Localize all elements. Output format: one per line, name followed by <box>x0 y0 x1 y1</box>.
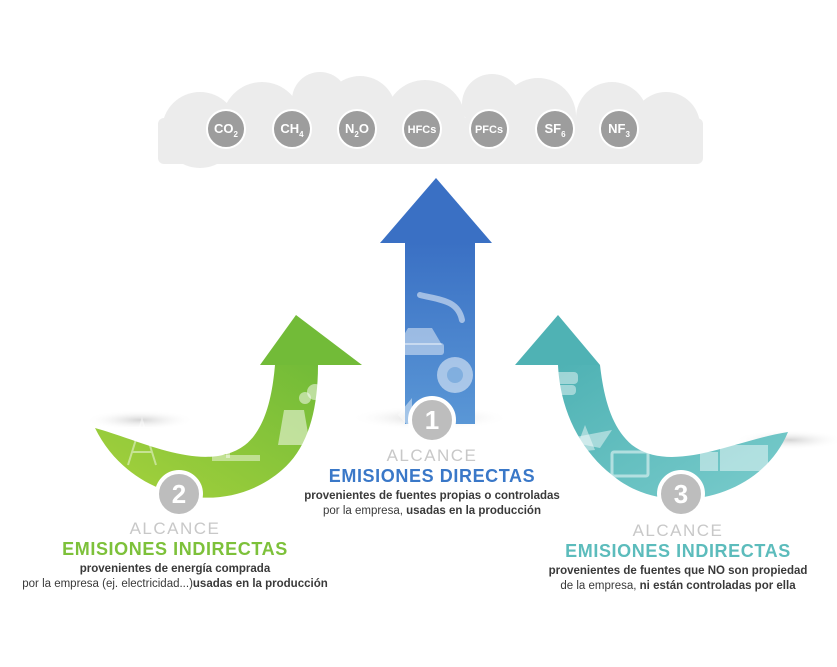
airplane-icon <box>560 425 612 452</box>
scope3-text: ALCANCE EMISIONES INDIRECTAS proveniente… <box>528 521 828 594</box>
scope1-title: EMISIONES DIRECTAS <box>328 466 536 486</box>
scope1-number: 1 <box>425 405 439 435</box>
scope1-alcance: ALCANCE <box>386 446 478 465</box>
scope1-text: ALCANCE EMISIONES DIRECTAS provenientes … <box>282 446 582 519</box>
gas-label: N2O <box>345 121 369 139</box>
scope2-alcance: ALCANCE <box>129 519 221 538</box>
gas-label: CO2 <box>214 121 239 139</box>
scope2-arrow <box>95 315 362 498</box>
scope2-desc-line1: provenientes de energía comprada <box>79 563 271 575</box>
ch4-bubble: CH4 <box>272 109 312 149</box>
scope3-number-circle: 3 <box>657 470 705 518</box>
scope3-desc-line2-bold: ni están controladas por ella <box>639 580 796 592</box>
shadow-scope2 <box>85 410 195 430</box>
factory-gear-icon <box>437 357 473 393</box>
gas-label: NF3 <box>608 121 630 139</box>
pfcs-bubble: PFCs <box>469 109 509 149</box>
gas-label: HFCs <box>408 124 437 136</box>
computer-icon <box>610 450 650 478</box>
scope1-desc-line2: por la empresa, usadas en la producción <box>282 504 582 519</box>
sf6-bubble: SF6 <box>535 109 575 149</box>
gas-bubbles: CO2 CH4 N2O HFCs PFCs SF6 NF3 <box>206 109 639 149</box>
gas-bubble-circle <box>599 109 639 149</box>
scope3-desc-line2: de la empresa, ni están controladas por … <box>528 579 828 594</box>
oil-pump-icon <box>205 432 260 461</box>
scope2-desc-line2: por la empresa (ej. electricidad...)usad… <box>15 577 335 592</box>
scope1-description: provenientes de fuentes propias o contro… <box>282 489 582 519</box>
hfcs-bubble: HFCs <box>402 109 442 149</box>
scope1-arrow <box>380 178 492 430</box>
fuel-pump-icon <box>417 292 465 323</box>
power-tower-icon <box>122 416 162 466</box>
scope3-alcance: ALCANCE <box>632 521 724 540</box>
scope3-desc-line1: provenientes de fuentes que NO son propi… <box>548 565 808 577</box>
scope2-desc-line2-normal: por la empresa (ej. electricidad...) <box>22 578 193 590</box>
truck-icon <box>700 445 768 471</box>
nf3-bubble: NF3 <box>599 109 639 149</box>
gas-bubble-circle <box>337 109 377 149</box>
cars-icon <box>536 372 578 395</box>
scope2-description: provenientes de energía comprada por la … <box>15 562 335 592</box>
scope1-desc-line1: provenientes de fuentes propias o contro… <box>304 490 560 502</box>
scope2-number-circle: 2 <box>155 470 203 518</box>
scope1-desc-line2-bold: usadas en la producción <box>406 505 541 517</box>
gas-bubble-circle <box>206 109 246 149</box>
scope1-number-circle: 1 <box>408 396 456 444</box>
scope3-number: 3 <box>674 479 688 509</box>
gas-bubble-circle <box>272 109 312 149</box>
co2-bubble: CO2 <box>206 109 246 149</box>
gas-bubble-circle <box>535 109 575 149</box>
gas-label: PFCs <box>475 124 503 136</box>
car-icon <box>396 328 444 355</box>
scope3-title: EMISIONES INDIRECTAS <box>565 541 791 561</box>
scope3-arrow <box>515 315 788 500</box>
scope2-number: 2 <box>172 479 186 509</box>
gas-bubble-circle <box>402 109 442 149</box>
scope2-title: EMISIONES INDIRECTAS <box>62 539 288 559</box>
scope3-description: provenientes de fuentes que NO son propi… <box>528 564 828 594</box>
scope1-desc-line2-normal: por la empresa, <box>323 505 407 517</box>
gas-bubble-circle <box>469 109 509 149</box>
scope3-desc-line2-normal: de la empresa, <box>560 580 640 592</box>
gas-label: CH4 <box>280 121 304 139</box>
nuclear-plant-icon <box>278 384 323 445</box>
scope2-text: ALCANCE EMISIONES INDIRECTAS proveniente… <box>15 519 335 592</box>
n2o-bubble: N2O <box>337 109 377 149</box>
scope2-desc-line2-bold: usadas en la producción <box>192 578 328 590</box>
gas-label: SF6 <box>544 121 566 139</box>
